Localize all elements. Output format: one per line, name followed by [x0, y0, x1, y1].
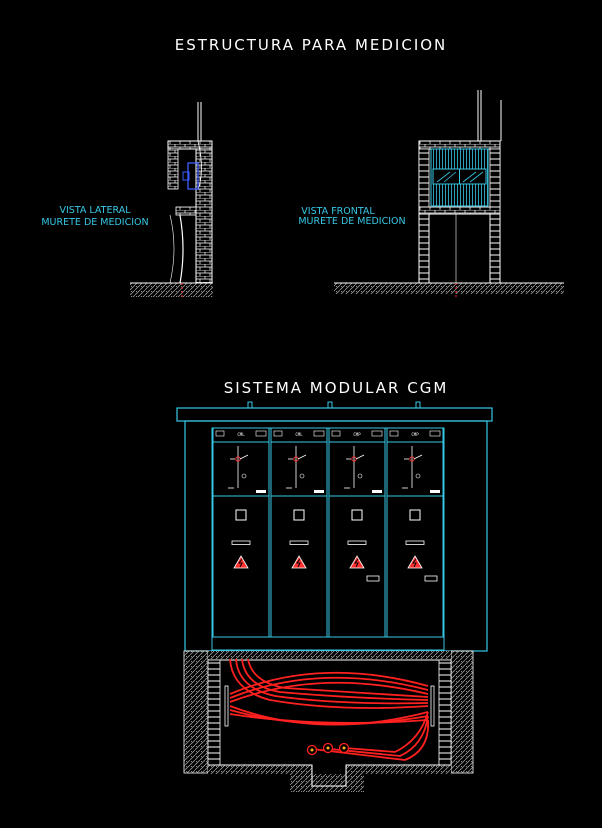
warning-icon [407, 555, 423, 569]
lateral-meter-box [187, 162, 199, 190]
lateral-view: VISTA LATERAL MURETE DE MEDICION [41, 102, 213, 298]
lateral-view-label-1: VISTA LATERAL [60, 205, 132, 216]
frontal-view: VISTA FRONTAL MURETE DE MEDICION [298, 90, 564, 297]
switchgear-cell-2: CML [270, 427, 328, 638]
cell-tag: CML [295, 432, 303, 437]
lateral-back-wall [195, 140, 213, 284]
cgm-switchgear: CML CML CMP CMP [176, 401, 493, 652]
warning-icon [349, 555, 365, 569]
frontal-view-label-1: VISTA FRONTAL [301, 206, 375, 217]
lateral-top-slab [167, 140, 213, 150]
frontal-view-label-2: MURETE DE MEDICION [298, 216, 405, 227]
warning-icon [291, 555, 307, 569]
cell-tag: CML [237, 432, 245, 437]
switchgear-top-beam [176, 407, 493, 422]
switchgear-body [184, 420, 488, 652]
red-cables [229, 658, 429, 761]
main-title: ESTRUCTURA PARA MEDICION [175, 36, 448, 54]
lateral-ground [130, 283, 213, 297]
switchgear-cell-4: CMP [386, 427, 444, 638]
warning-icon [233, 555, 249, 569]
cable-trench [183, 650, 474, 792]
switchgear-cell-1: CML [212, 427, 270, 638]
switchgear-cell-3: CMP [328, 427, 386, 638]
cell-tag: CMP [411, 432, 419, 437]
cell-tag: CMP [353, 432, 361, 437]
frontal-ground [334, 283, 564, 294]
modular-title: SISTEMA MODULAR CGM [224, 379, 449, 397]
lateral-view-label-2: MURETE DE MEDICION [41, 217, 148, 228]
